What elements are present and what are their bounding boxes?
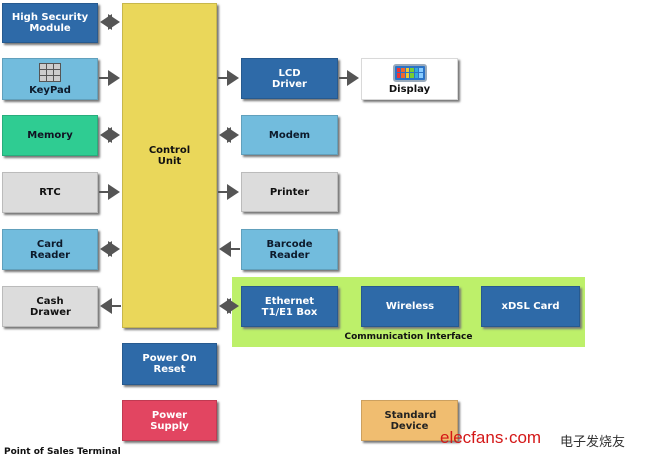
- label: KeyPad: [29, 84, 71, 96]
- display-icon: [392, 63, 427, 82]
- label: Standard Device: [384, 409, 437, 432]
- label: Cash Drawer: [30, 295, 71, 318]
- label: Ethernet T1/E1 Box: [261, 295, 318, 318]
- label: Display: [388, 83, 431, 95]
- label: Barcode Reader: [266, 238, 313, 261]
- keypad-icon: [39, 62, 61, 82]
- label: Control Unit: [148, 144, 191, 167]
- display: Display: [361, 58, 458, 100]
- label: xDSL Card: [501, 301, 560, 312]
- ethernet-box: Ethernet T1/E1 Box: [241, 286, 338, 327]
- power-supply: Power Supply: [122, 400, 217, 441]
- diagram-title: Point of Sales Terminal: [4, 447, 121, 457]
- label: High Security Module: [11, 12, 89, 34]
- high-security-module: High Security Module: [2, 3, 98, 43]
- wireless: Wireless: [361, 286, 459, 327]
- label: Power Supply: [150, 409, 189, 432]
- barcode-reader: Barcode Reader: [241, 229, 338, 270]
- communication-interface-label: Communication Interface: [344, 332, 473, 342]
- power-on-reset: Power On Reset: [122, 343, 217, 385]
- label: LCD Driver: [272, 67, 307, 90]
- label: Wireless: [385, 301, 435, 312]
- watermark-cn: 电子发烧友: [560, 435, 626, 450]
- keypad: KeyPad: [2, 58, 98, 100]
- label: Memory: [27, 130, 73, 141]
- rtc: RTC: [2, 172, 98, 213]
- printer: Printer: [241, 172, 338, 212]
- cash-drawer: Cash Drawer: [2, 286, 98, 327]
- control-unit: Control Unit: [122, 3, 217, 328]
- memory: Memory: [2, 115, 98, 156]
- watermark: elecfans·com: [440, 428, 542, 447]
- lcd-driver: LCD Driver: [241, 58, 338, 99]
- label: Power On Reset: [142, 353, 197, 375]
- xdsl-card: xDSL Card: [481, 286, 580, 327]
- modem: Modem: [241, 115, 338, 155]
- label: RTC: [39, 187, 61, 198]
- label: Printer: [269, 186, 310, 198]
- card-reader: Card Reader: [2, 229, 98, 270]
- label: Card Reader: [30, 238, 71, 261]
- standard-device: Standard Device: [361, 400, 458, 441]
- label: Modem: [268, 129, 311, 141]
